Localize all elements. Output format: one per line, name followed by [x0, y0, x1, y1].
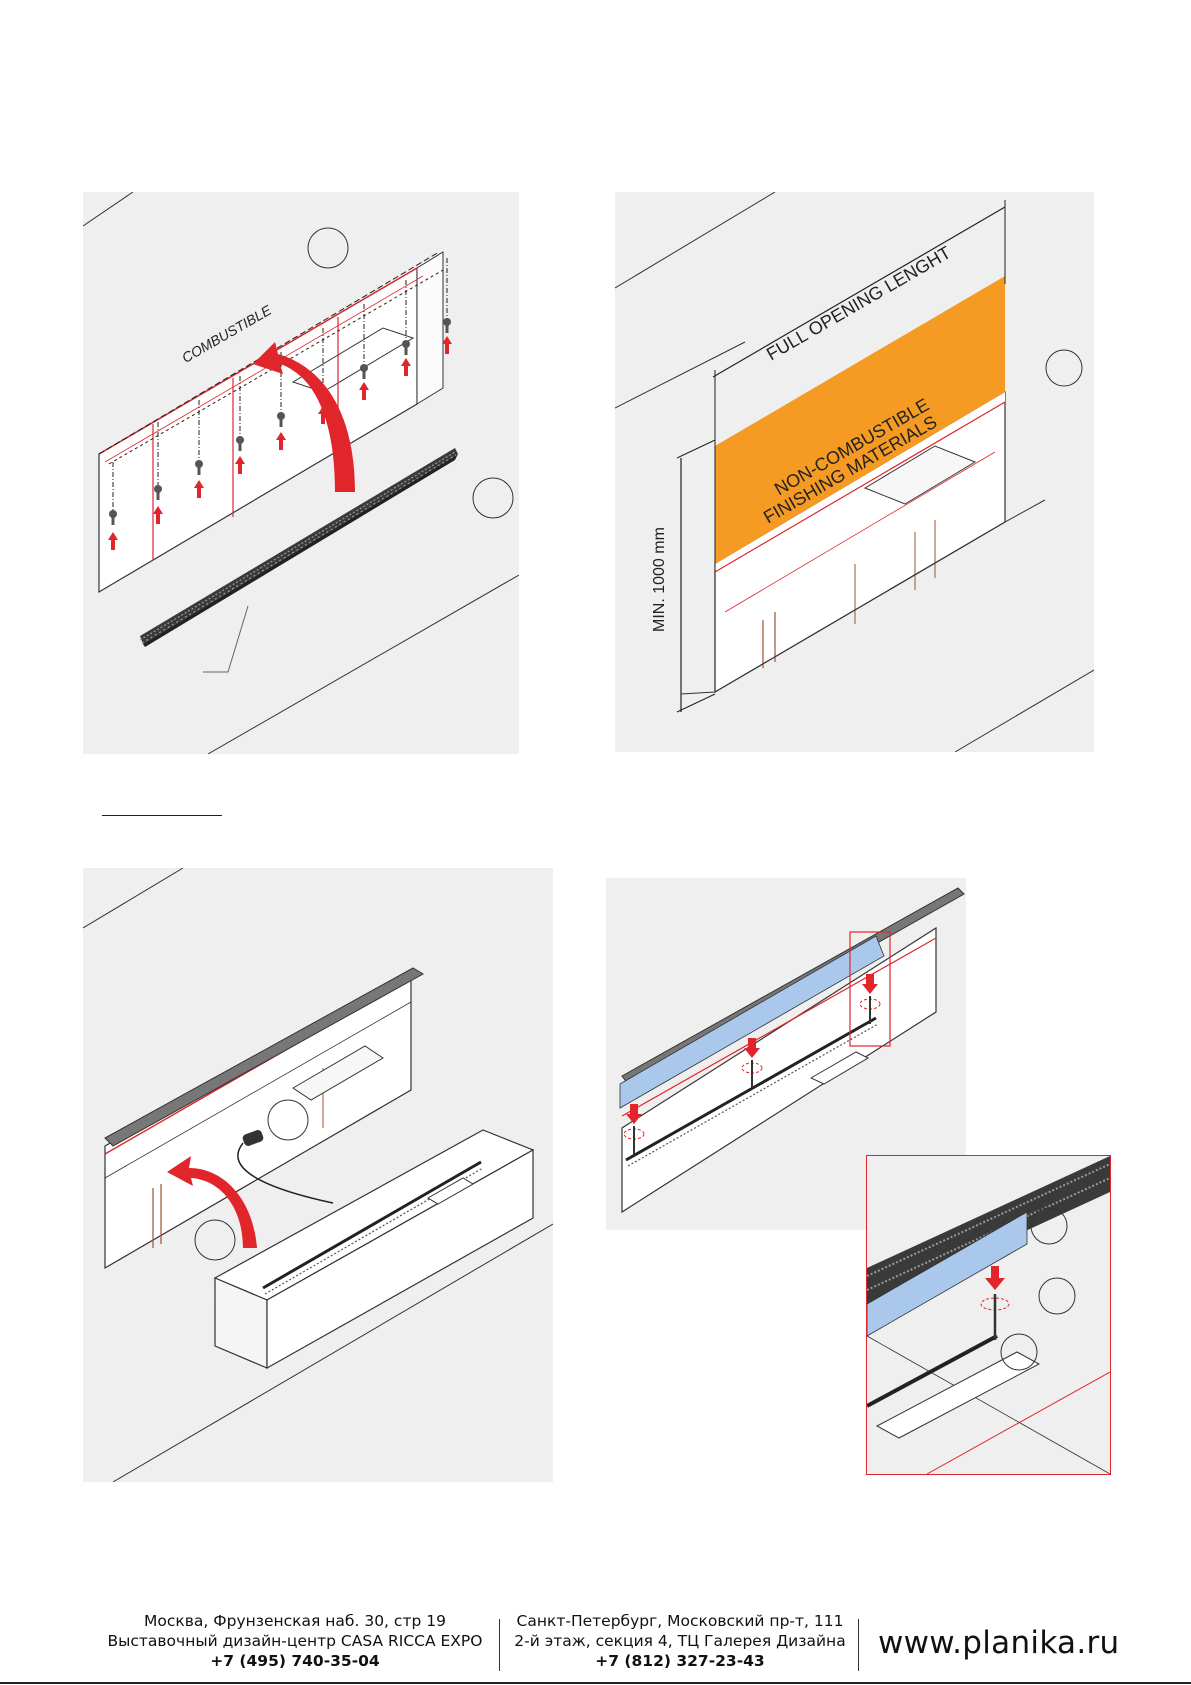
footer-divider	[858, 1619, 859, 1671]
moscow-address: Москва, Фрунзенская наб. 30, стр 19	[97, 1611, 493, 1631]
section-divider	[102, 815, 222, 816]
footer-spb: Санкт-Петербург, Московский пр-т, 111 2-…	[510, 1611, 850, 1671]
spb-address: Санкт-Петербург, Московский пр-т, 111	[510, 1611, 850, 1631]
footer-moscow: Москва, Фрунзенская наб. 30, стр 19 Выст…	[97, 1611, 493, 1671]
diagram-noncombustible-finishing: FULL OPENING LENGHT NON-COMBUSTIBLE FINI…	[615, 192, 1094, 752]
burner-insertion-drawing	[83, 868, 553, 1482]
callout-circle	[308, 228, 348, 268]
callout-circle	[1046, 350, 1082, 386]
footer: Москва, Фрунзенская наб. 30, стр 19 Выст…	[0, 1605, 1191, 1685]
diagram-burner-insertion	[83, 868, 553, 1482]
callout-circle	[195, 1220, 235, 1260]
page-bottom-rule	[0, 1682, 1191, 1684]
website-link[interactable]: www.planika.ru	[878, 1625, 1119, 1661]
detail-inset	[866, 1155, 1111, 1475]
label-min-height: MIN. 1000 mm	[651, 527, 669, 632]
callout-circle	[473, 478, 513, 518]
spb-showroom: 2-й этаж, секция 4, ТЦ Галерея Дизайна	[510, 1631, 850, 1651]
moscow-showroom: Выставочный дизайн-центр CASA RICCA EXPO	[97, 1631, 493, 1651]
detail-inset-drawing	[867, 1156, 1110, 1474]
spb-phone[interactable]: +7 (812) 327-23-43	[510, 1651, 850, 1671]
down-arrow-icon	[985, 1266, 1005, 1290]
footer-divider	[499, 1619, 500, 1671]
combustible-wall-drawing	[83, 192, 519, 754]
moscow-phone[interactable]: +7 (495) 740-35-04	[97, 1651, 493, 1671]
callout-circle	[1039, 1278, 1075, 1314]
diagram-combustible-installation: COMBUSTIBLE	[83, 192, 519, 754]
rotate-screw-icon	[981, 1294, 1009, 1340]
